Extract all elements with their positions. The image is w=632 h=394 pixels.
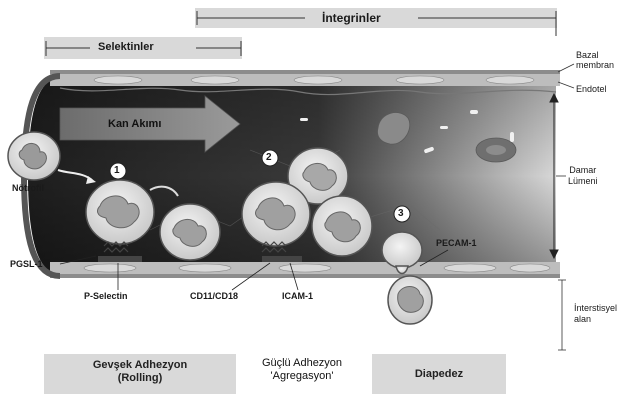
adhered-neutrophil-right bbox=[312, 196, 372, 256]
step-1-label: 1 bbox=[114, 165, 120, 176]
adhered-neutrophil-left bbox=[242, 182, 310, 246]
icam1-bar bbox=[262, 256, 302, 262]
neutrophil-label: Nötrofil bbox=[12, 183, 44, 193]
pecam1-label: PECAM-1 bbox=[436, 238, 477, 248]
basal-membrane-label: Bazal membran bbox=[576, 50, 614, 70]
strong-caption-line2: 'Agregasyon' bbox=[236, 370, 368, 383]
blood-flow-label: Kan Akımı bbox=[108, 118, 161, 130]
lumen-line1: Damar bbox=[568, 165, 598, 176]
basal-membrane-top bbox=[50, 70, 560, 74]
rolling-caption: Gevşek Adhezyon (Rolling) bbox=[44, 359, 236, 385]
interstitial-label: İnterstisyel alan bbox=[574, 303, 617, 325]
endothelium-label: Endotel bbox=[576, 84, 607, 94]
p-selectin-bar bbox=[98, 256, 142, 262]
rolling-caption-line2: (Rolling) bbox=[44, 372, 236, 385]
rolling-neutrophil-2 bbox=[160, 204, 220, 260]
basal-membrane-bottom bbox=[50, 274, 560, 278]
selectins-label: Selektinler bbox=[98, 41, 154, 53]
p-selectin-label: P-Selectin bbox=[84, 291, 128, 301]
strong-adhesion-caption: Güçlü Adhezyon 'Agregasyon' bbox=[236, 357, 368, 383]
step-2-label: 2 bbox=[266, 152, 272, 163]
diapedesis-caption: Diapedez bbox=[372, 368, 506, 381]
psgl1-label: PGSL-1 bbox=[10, 259, 43, 269]
interstitial-line1: İnterstisyel bbox=[574, 303, 617, 314]
lumen-line2: Lümeni bbox=[568, 176, 598, 187]
interstitial-line2: alan bbox=[574, 314, 617, 325]
basal-membrane-line1: Bazal bbox=[576, 50, 614, 60]
neutrophil-cell bbox=[8, 132, 60, 180]
integrins-label: İntegrinler bbox=[322, 11, 381, 25]
rolling-caption-line1: Gevşek Adhezyon bbox=[44, 359, 236, 372]
strong-caption-line1: Güçlü Adhezyon bbox=[236, 357, 368, 370]
lumen-label: Damar Lümeni bbox=[568, 165, 598, 187]
basal-membrane-line2: membran bbox=[576, 60, 614, 70]
cd11-cd18-label: CD11/CD18 bbox=[190, 291, 238, 301]
step-3-label: 3 bbox=[398, 208, 404, 219]
rolling-neutrophil-1 bbox=[86, 180, 154, 244]
icam1-label: ICAM-1 bbox=[282, 291, 313, 301]
